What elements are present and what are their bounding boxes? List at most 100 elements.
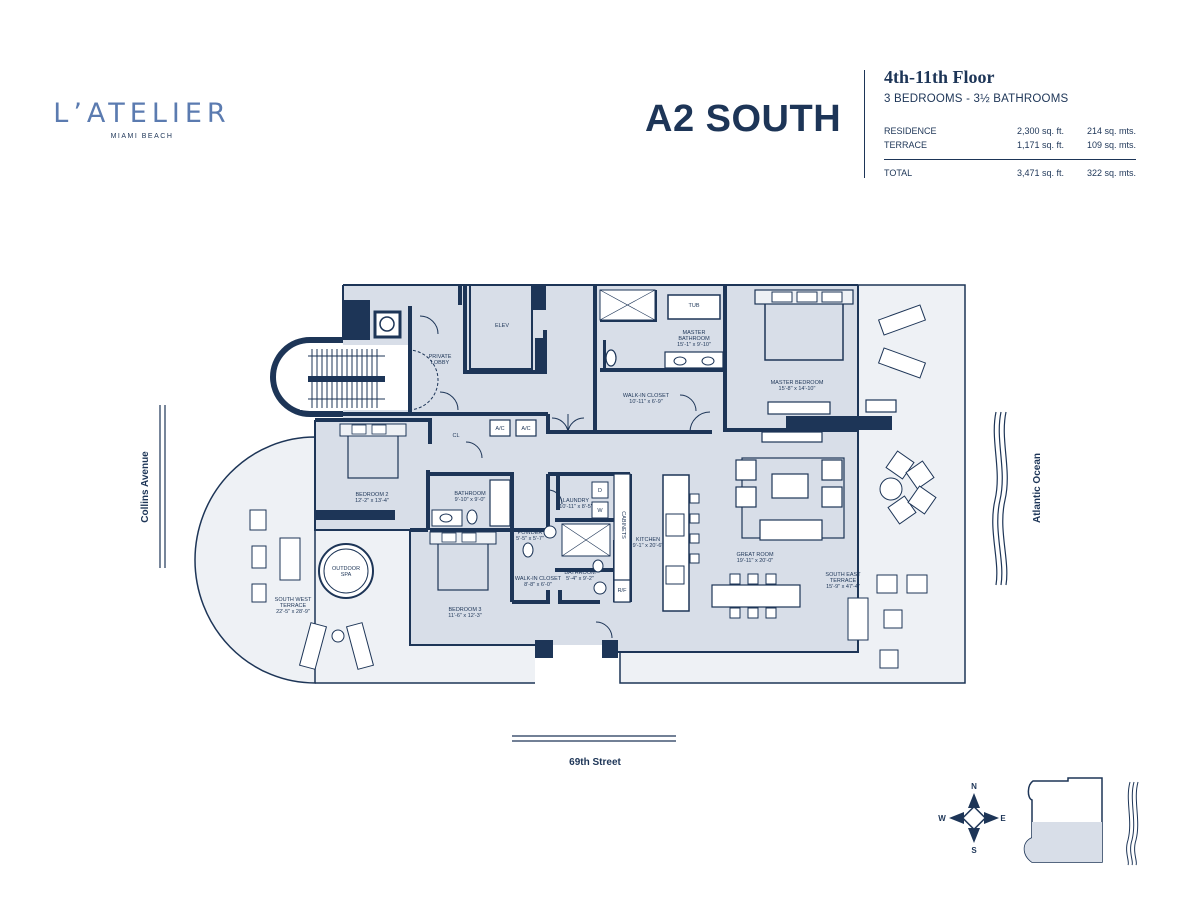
ocean-waves (992, 411, 1008, 586)
69th-street-lines (512, 735, 676, 742)
se-chair-5 (876, 574, 898, 594)
brand-logo: L’ATELIER MIAMI BEACH (52, 98, 232, 140)
compass-e: E (1000, 814, 1006, 823)
label-elev: ELEV (495, 323, 509, 329)
bed-3 (437, 537, 489, 591)
se-lounger-2 (877, 347, 927, 379)
total-sqft: 3,471 sq. ft. (1016, 168, 1064, 178)
label-master-bed-2: 15'-8" x 14'-10" (779, 386, 816, 392)
label-powder-1: POWDER (518, 530, 543, 536)
label-master-bed-1: MASTER BEDROOM (771, 380, 824, 386)
cooktop (665, 513, 685, 537)
label-private-lobby-1: PRIVATE (429, 354, 452, 360)
label-bedroom2-2: 12'-2" x 13'-4" (355, 498, 389, 504)
collins-avenue-label: Collins Avenue (140, 451, 151, 523)
label-bedroom3-1: BEDROOM 3 (448, 607, 481, 613)
label-se-terrace-2: TERRACE (830, 578, 857, 584)
sw-side-table (331, 629, 345, 643)
pillow-1 (771, 291, 793, 303)
label-se-terrace-1: SOUTH EAST (825, 572, 861, 578)
outdoor-spa (318, 543, 374, 599)
sw-chair-2 (251, 545, 267, 569)
header-divider (864, 70, 865, 178)
dining-chair-2 (747, 573, 759, 585)
label-great-room-2: 19'-11" x 20'-0" (737, 558, 774, 564)
se-chair-4 (907, 485, 937, 515)
area-label: RESIDENCE (884, 126, 937, 136)
label-cabinets: CABINETS (620, 511, 626, 539)
armchair-1 (735, 459, 757, 481)
label-bedroom2-1: BEDROOM 2 (355, 492, 388, 498)
dining-table (711, 584, 801, 608)
washer (591, 501, 609, 519)
bathtub (667, 294, 721, 320)
label-bath-top-1: BATHROOM (454, 491, 486, 497)
ac-unit-1 (489, 419, 511, 437)
area-row-terrace: TERRACE 1,171 sq. ft. 109 sq. mts. (884, 138, 1136, 152)
bed3-pillow-1 (441, 532, 457, 543)
label-ac-1: A/C (495, 426, 504, 432)
atlantic-ocean-label: Atlantic Ocean (1032, 453, 1043, 523)
column-south-2 (602, 640, 618, 658)
kitchen-sink (665, 565, 685, 585)
compass-n: N (971, 782, 977, 791)
vanity-bath2 (431, 509, 463, 527)
label-ac-2: A/C (521, 426, 530, 432)
elevator-shaft (469, 284, 533, 370)
sw-lounger-2 (345, 622, 375, 670)
armchair-4 (821, 486, 843, 508)
stool-3 (689, 533, 700, 544)
label-se-terrace-3: 15'-9" x 47'-4" (826, 584, 860, 590)
se-chair-7 (883, 609, 903, 629)
label-spa-2: SPA (341, 572, 352, 578)
area-row-total: TOTAL 3,471 sq. ft. 322 sq. mts. (884, 166, 1136, 180)
area-label: TERRACE (884, 140, 928, 150)
stool-2 (689, 513, 700, 524)
shower-x-2 (599, 289, 656, 321)
area-table: RESIDENCE 2,300 sq. ft. 214 sq. mts. TER… (884, 124, 1136, 180)
label-dryer: D (598, 488, 602, 494)
stool-1 (689, 493, 700, 504)
sw-chair-1 (249, 509, 267, 531)
se-lounger-1 (877, 304, 927, 336)
outdoor-spa-inner (323, 548, 369, 594)
pillow-3 (821, 291, 843, 303)
terrace-bench-north (865, 399, 897, 413)
sink-2 (701, 356, 715, 366)
label-tub: TUB (689, 303, 700, 309)
label-sw-terrace-2: TERRACE (280, 603, 307, 609)
master-vanity (664, 351, 724, 369)
toilet-bath3 (592, 559, 604, 573)
label-bath-bottom-2: 5'-4" x 9'-2" (566, 576, 594, 582)
label-rf: R/F (618, 588, 628, 594)
brand-subtitle: MIAMI BEACH (110, 133, 174, 140)
dining-chair-6 (765, 607, 777, 619)
area-divider (884, 159, 1136, 160)
se-chair-8 (879, 649, 899, 669)
ac-unit-2 (515, 419, 537, 437)
area-sqft: 2,300 sq. ft. (1016, 126, 1064, 136)
bed-2 (347, 429, 399, 479)
bed2-pillow-1 (351, 424, 367, 435)
area-sqm: 109 sq. mts. (1086, 140, 1136, 150)
label-walkin-master-1: WALK-IN CLOSET (623, 393, 670, 399)
collins-avenue-lines (159, 405, 166, 568)
door-swings (419, 315, 711, 639)
sofa (759, 519, 823, 541)
label-kitchen-2: 9'-1" x 20'-6" (633, 543, 664, 549)
armchair-3 (821, 459, 843, 481)
compass-s: S (971, 846, 977, 855)
armchair-2 (735, 486, 757, 508)
column-south-1 (535, 640, 553, 658)
label-walkin-small-1: WALK-IN CLOSET (515, 576, 562, 582)
key-plan (1023, 777, 1139, 866)
compass-w: W (938, 814, 946, 823)
floor-range: 4th-11th Floor (884, 67, 995, 87)
se-chair-6 (906, 574, 928, 594)
dining-chair-3 (765, 573, 777, 585)
se-table (879, 477, 903, 501)
bed-bath-count: 3 BEDROOMS - 3½ BATHROOMS (884, 93, 1069, 105)
toilet-powder (522, 542, 534, 558)
total-label: TOTAL (884, 168, 913, 178)
master-wc-wall (603, 340, 606, 368)
